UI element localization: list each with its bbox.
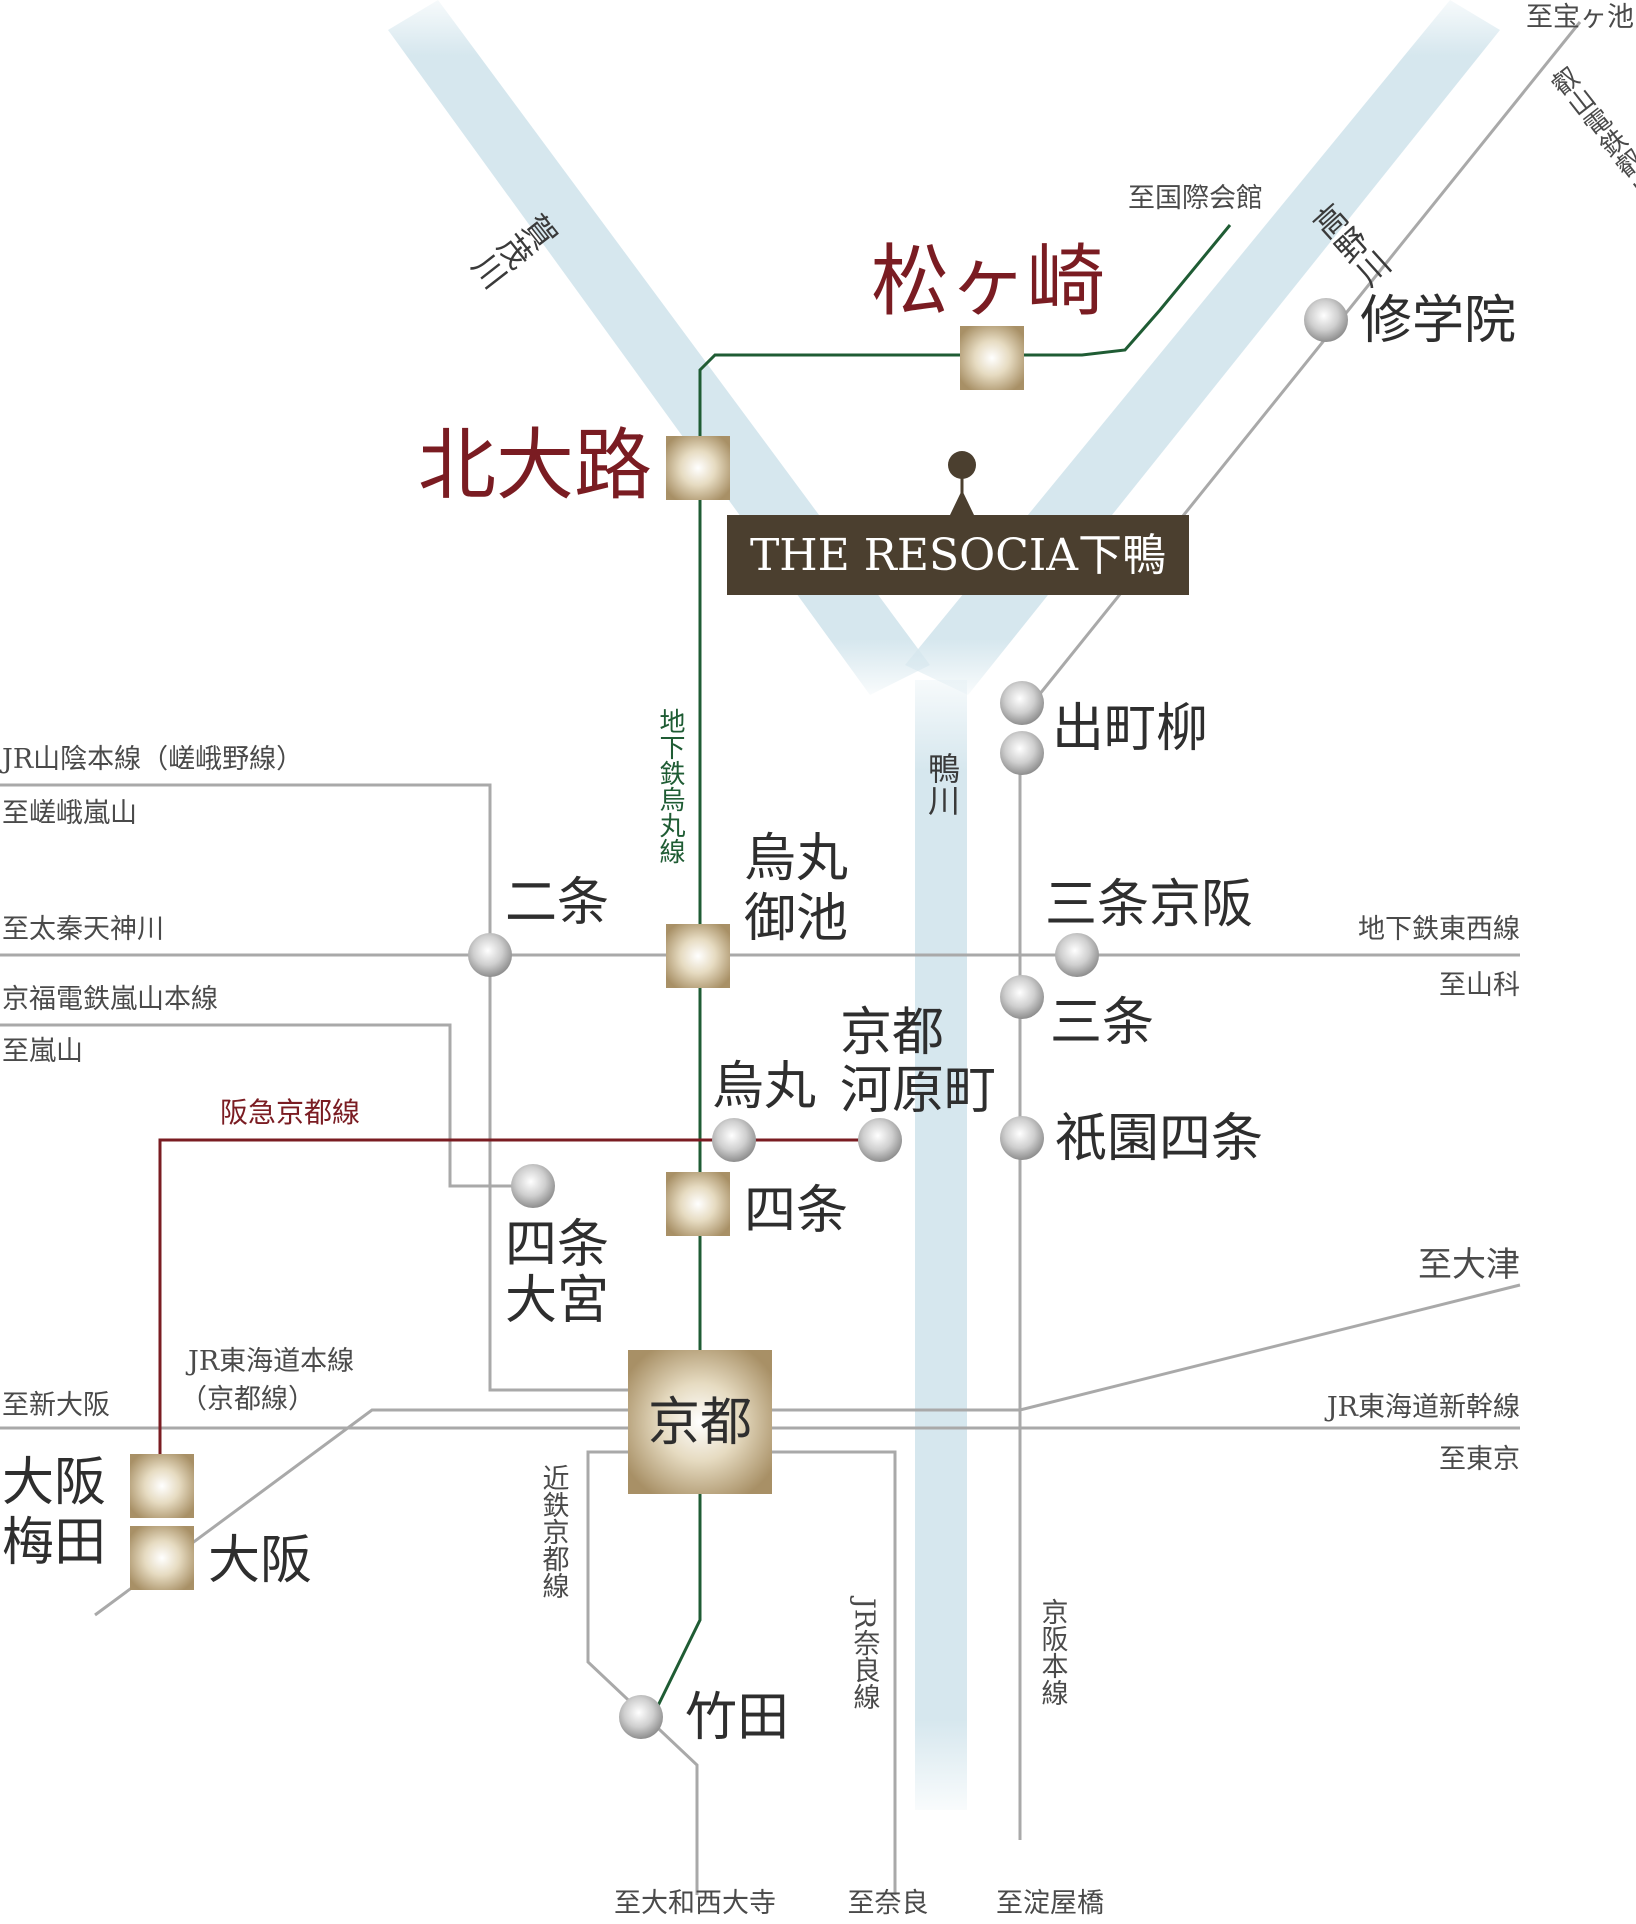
station-kyoto: 京都 [648,1393,752,1453]
kintetsu-line-label: 近鉄京都線 [538,1464,570,1599]
nijo-marker [468,933,512,977]
property-marker: THE RESOCIA下鴨 [727,451,1189,595]
kawaramachi-marker [858,1118,902,1162]
rail-lines [0,21,1582,1895]
demachi-marker-1 [1000,681,1044,725]
matsugasaki-marker [960,326,1024,390]
osaka-marker [130,1526,194,1590]
property-pin [948,451,976,479]
station-umeda-2: 梅田 [2,1513,106,1573]
silver-stations [468,298,1348,1739]
kamogawa-river-label: 鴨川 [923,752,961,816]
sanjo-marker [1000,975,1044,1019]
shinkansen-line-label: JR東海道新幹線 [1324,1392,1520,1423]
station-osaka: 大阪 [208,1531,312,1591]
kitaoji-marker [666,436,730,500]
kamogawa-river [915,680,967,1810]
station-gion: 祇園四条 [1055,1109,1263,1169]
kintetsu-line [586,1450,699,1895]
station-matsugasaki: 松ヶ崎 [871,237,1105,327]
dest-yamato: 至大和西大寺 [614,1888,776,1919]
omiya-marker [511,1164,555,1208]
dest-kokusai: 至国際会館 [1128,183,1263,214]
dest-arashiyama: 至嵐山 [2,1036,83,1067]
tozai-line-label: 地下鉄東西線 [1358,914,1520,945]
jr-nara-line-label: JR奈良線 [849,1595,881,1710]
station-shijo: 四条 [744,1181,848,1241]
dest-shinosaka: 至新大阪 [2,1390,110,1421]
eizan-line-label: 叡山電鉄叡山本線 [1543,63,1636,245]
property-name: THE RESOCIA下鴨 [750,530,1166,581]
karasuma-oike-marker [666,924,730,988]
shugakuin-marker [1304,298,1348,342]
station-omiya-1: 四条 [505,1215,609,1275]
station-karasuma-oike-2: 御池 [744,889,848,949]
station-sanjo-keihan: 三条京阪 [1045,875,1253,935]
karasuma-marker [712,1118,756,1162]
dest-takaragaike: 至宝ヶ池 [1526,2,1634,33]
jr-nara-line [770,1450,897,1895]
gion-marker [1000,1116,1044,1160]
keifuku-line [0,1023,533,1188]
sanjo-keihan-marker [1055,933,1099,977]
eizan-line [1033,21,1582,701]
jr-sanin-line [0,783,640,1392]
station-kawaramachi-2: 河原町 [840,1061,996,1121]
station-karasuma: 烏丸 [712,1057,816,1117]
station-takeda: 竹田 [685,1688,789,1748]
gold-stations [130,326,1024,1590]
hankyu-line [158,1138,880,1470]
station-karasuma-oike-1: 烏丸 [744,829,848,889]
karasuma-line-label: 地下鉄烏丸線 [655,708,685,864]
keihan-line-label: 京阪本線 [1037,1598,1069,1706]
demachi-marker-2 [1000,731,1044,775]
kyoto-marker [628,1350,772,1494]
station-umeda-1: 大阪 [2,1453,106,1513]
umeda-marker [130,1454,194,1518]
property-label-box [727,515,1189,595]
station-kawaramachi-1: 京都 [840,1003,944,1063]
dest-yodoyabashi: 至淀屋橋 [996,1888,1104,1919]
station-omiya-2: 大宮 [505,1271,609,1331]
station-shugakuin: 修学院 [1360,291,1516,351]
takeda-marker [619,1695,663,1739]
shijo-marker [666,1172,730,1236]
dest-saga: 至嵯峨嵐山 [2,798,137,829]
station-kitaoji: 北大路 [418,421,652,511]
hankyu-line-label: 阪急京都線 [220,1096,360,1129]
dest-yamashina: 至山科 [1439,970,1520,1001]
jr-sanin-line-label: JR山陰本線（嵯峨野線） [0,744,303,775]
station-nijo: 二条 [505,873,609,933]
dest-otsu: 至大津 [1418,1245,1520,1285]
svg-text:叡山電鉄叡山本線: 叡山電鉄叡山本線 [1543,63,1636,245]
keifuku-line-label: 京福電鉄嵐山本線 [2,984,218,1015]
dest-nara: 至奈良 [848,1888,929,1919]
dest-tokyo: 至東京 [1439,1444,1520,1475]
station-demachi: 出町柳 [1052,699,1208,759]
dest-uzumasa: 至太秦天神川 [2,914,164,945]
station-sanjo: 三条 [1050,993,1154,1053]
jr-tokaido-line-sub: （京都線） [180,1384,315,1415]
jr-tokaido-line-label: JR東海道本線 [185,1346,354,1377]
